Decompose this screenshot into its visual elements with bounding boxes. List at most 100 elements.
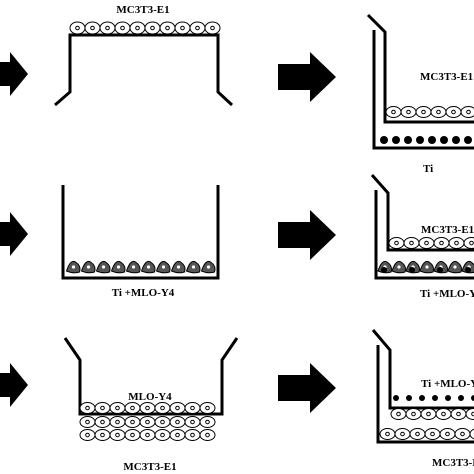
dendritic-cell-icon — [391, 260, 406, 274]
oval-cell-icon — [169, 429, 186, 441]
culture-well — [61, 185, 220, 280]
cell-layers — [79, 402, 216, 441]
oval-cell-icon — [184, 416, 201, 428]
oval-cell-icon — [79, 429, 96, 441]
oval-cell-icon — [79, 416, 96, 428]
oval-cell-icon — [159, 21, 176, 35]
oval-cell-icon — [379, 428, 396, 440]
dot-icon — [406, 395, 412, 401]
oval-cell-icon — [99, 21, 116, 35]
dot-icon — [465, 267, 471, 273]
oval-cell-icon — [109, 416, 126, 428]
substrate-label: Ti +MLO-Y4 — [420, 288, 474, 300]
oval-cell-icon — [409, 428, 426, 440]
oval-cell-icon — [189, 21, 206, 35]
dot-icon — [419, 395, 425, 401]
oval-cell-icon — [204, 21, 221, 35]
right-arrow-icon — [0, 363, 28, 407]
oval-cell-icon — [199, 402, 216, 414]
oval-cell-icon — [109, 402, 126, 414]
oval-cell-icon — [94, 402, 111, 414]
oval-cell-icon — [390, 408, 407, 420]
oval-cell-icon — [154, 416, 171, 428]
oval-cell-icon — [388, 237, 405, 249]
oval-cell-icon — [79, 402, 96, 414]
dot-icon — [380, 136, 388, 144]
dot-icon — [471, 395, 474, 401]
dot-icon — [458, 395, 464, 401]
dendritic-cell-icon — [155, 260, 171, 274]
dot-icon — [409, 267, 415, 273]
inverted-insert — [54, 21, 234, 107]
oval-cell-icon — [129, 21, 146, 35]
oval-cell-icon — [418, 237, 435, 249]
oval-cell-icon — [139, 402, 156, 414]
oval-cell-icon — [169, 402, 186, 414]
oval-cell-icon — [435, 408, 452, 420]
oval-cell-icon — [424, 428, 441, 440]
oval-cell-icon — [199, 429, 216, 441]
cell-label: MC3T3-E1 — [420, 71, 473, 83]
oval-cell-icon — [169, 416, 186, 428]
oval-cell-icon — [124, 429, 141, 441]
right-arrow-icon — [0, 212, 28, 256]
dot-icon — [437, 267, 443, 273]
cell-label: MC3T3-E1 — [123, 461, 176, 473]
cell-label: MC3T3-E1 — [116, 4, 169, 16]
oval-cell-icon — [124, 416, 141, 428]
dot-icon — [440, 136, 448, 144]
dendritic-cell-icon — [170, 260, 186, 274]
cell-layers — [379, 395, 474, 440]
dendritic-cell-icon — [80, 260, 96, 274]
dendritic-cell-icon — [140, 260, 156, 274]
dendritic-cell-icon — [185, 260, 201, 274]
oval-cell-icon — [154, 402, 171, 414]
oval-cell-icon — [403, 237, 420, 249]
oval-cell-icon — [184, 429, 201, 441]
cell-layers — [380, 106, 474, 144]
dendritic-cell-icon — [95, 260, 111, 274]
dendritic-cell-icon — [65, 260, 81, 274]
oval-cell-icon — [94, 429, 111, 441]
right-arrow-icon — [0, 52, 28, 96]
dendritic-cell-icon — [110, 260, 126, 274]
substrate-label: Ti +MLO-Y4 — [112, 287, 175, 299]
oval-cell-icon — [469, 428, 474, 440]
oval-cell-icon — [109, 429, 126, 441]
substrate-label: Ti — [423, 163, 433, 175]
dot-icon — [428, 136, 436, 144]
dendritic-cell-icon — [125, 260, 141, 274]
dot-icon — [464, 136, 472, 144]
oval-cell-icon — [448, 237, 465, 249]
oval-cell-icon — [385, 106, 402, 118]
dot-icon — [452, 136, 460, 144]
oval-cell-icon — [415, 106, 432, 118]
oval-cell-icon — [174, 21, 191, 35]
osteocyte-cell-layer — [65, 260, 216, 274]
dot-icon — [393, 395, 399, 401]
oval-cell-icon — [154, 429, 171, 441]
coculture-assembly — [371, 329, 474, 444]
oval-cell-icon — [139, 416, 156, 428]
dot-icon — [445, 395, 451, 401]
transwell-insert — [63, 337, 239, 441]
cell-layers — [377, 237, 474, 274]
oval-cell-icon — [400, 106, 417, 118]
oval-cell-icon — [420, 408, 437, 420]
dot-icon — [392, 136, 400, 144]
dendritic-cell-icon — [419, 260, 434, 274]
oval-cell-icon — [144, 21, 161, 35]
oval-cell-icon — [463, 237, 474, 249]
oval-cell-icon — [433, 237, 450, 249]
oval-cell-icon — [394, 428, 411, 440]
coculture-assembly — [370, 174, 474, 280]
oval-cell-icon — [94, 416, 111, 428]
right-arrow-icon — [278, 210, 336, 260]
cell-label: MC3T3-E1 — [432, 457, 474, 469]
osteoblast-cell-layer — [69, 21, 221, 35]
oval-cell-icon — [114, 21, 131, 35]
oval-cell-icon — [184, 402, 201, 414]
oval-cell-icon — [405, 408, 422, 420]
oval-cell-icon — [139, 429, 156, 441]
